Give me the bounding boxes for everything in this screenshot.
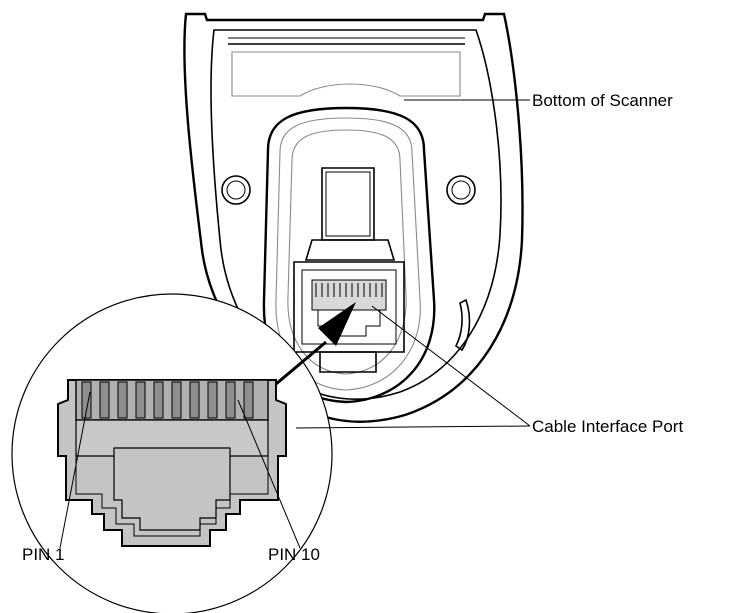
label-bottom-of-scanner: Bottom of Scanner — [532, 91, 673, 110]
enlarged-connector — [57, 379, 287, 547]
label-pin-10: PIN 10 — [268, 545, 320, 564]
label-cable-interface-port: Cable Interface Port — [532, 417, 683, 436]
callout-lines — [59, 99, 531, 549]
small-port-pins — [315, 283, 383, 297]
connector-pins — [81, 381, 254, 419]
scanner-body — [183, 12, 524, 423]
label-pin-1: PIN 1 — [22, 545, 65, 564]
pointer-arrow — [275, 302, 356, 386]
